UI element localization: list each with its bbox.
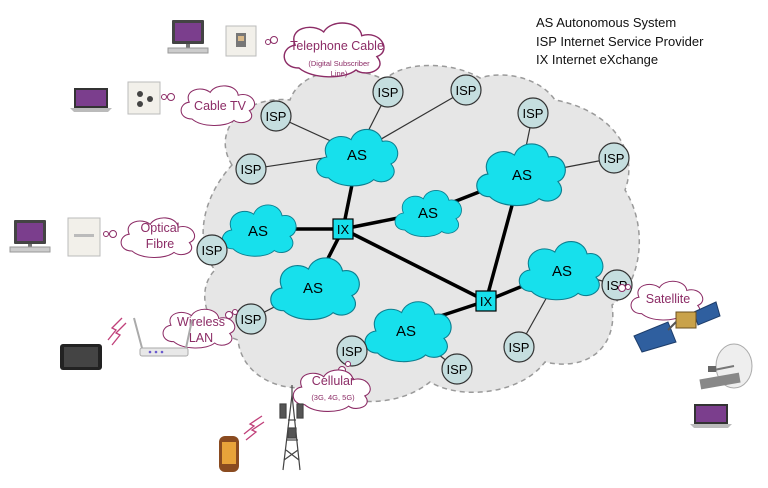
as-node-bottom: AS	[364, 301, 452, 363]
isp-node: ISP	[336, 335, 368, 367]
isp-node: ISP	[598, 142, 630, 174]
isp-node: ISP	[235, 303, 267, 335]
isp-label: ISP	[202, 243, 223, 258]
svg-text:Cellular: Cellular	[312, 374, 354, 388]
tablet-icon	[60, 344, 102, 370]
cable-tv-bubble: Cable TV	[161, 85, 256, 127]
svg-text:Telephone Cable: Telephone Cable	[290, 39, 384, 53]
as-node-lower-left: AS	[270, 257, 360, 321]
svg-text:Fibre: Fibre	[146, 237, 175, 251]
isp-label: ISP	[447, 362, 468, 377]
isp-label: ISP	[342, 344, 363, 359]
wireless-lan-bubble: Wireless LAN	[162, 308, 238, 349]
svg-text:Line): Line)	[331, 69, 348, 78]
legend-ix: IX Internet eXchange	[536, 52, 659, 67]
as-node-top: AS	[315, 128, 399, 187]
isp-node: ISP	[196, 234, 228, 266]
satellite-bubble: Satellite	[618, 280, 704, 321]
svg-text:Wireless: Wireless	[177, 315, 225, 329]
isp-node: ISP	[450, 74, 482, 106]
as-label: AS	[512, 167, 532, 184]
as-label: AS	[418, 205, 438, 222]
coax-wall-socket-icon	[127, 81, 161, 115]
mobile-phone-icon	[219, 436, 239, 472]
isp-nodes: ISP ISP ISP ISP ISP ISP ISP ISP ISP ISP …	[196, 74, 633, 385]
svg-text:Cable TV: Cable TV	[194, 99, 247, 113]
cellular-bubble: Cellular (3G, 4G, 5G)	[292, 361, 371, 413]
isp-node: ISP	[372, 76, 404, 108]
as-label: AS	[303, 280, 323, 297]
isp-label: ISP	[266, 109, 287, 124]
legend: AS Autonomous System ISP Internet Servic…	[536, 14, 703, 70]
svg-text:Optical: Optical	[141, 221, 180, 235]
as-label: AS	[347, 147, 367, 164]
telephone-cable-bubble: Telephone Cable (Digital Subscriber Line…	[265, 22, 385, 78]
cell-tower-icon	[279, 385, 304, 471]
svg-text:(3G, 4G, 5G): (3G, 4G, 5G)	[311, 393, 355, 402]
isp-node: ISP	[235, 153, 267, 185]
ix-node-left: IX	[332, 218, 354, 240]
ix-label: IX	[480, 294, 493, 309]
isp-node: ISP	[441, 353, 473, 385]
wireless-router-icon	[133, 317, 193, 357]
desktop-computer-icon	[9, 220, 51, 253]
isp-node: ISP	[517, 97, 549, 129]
legend-as: AS Autonomous System	[536, 15, 677, 30]
as-node-center: AS	[394, 189, 462, 238]
isp-label: ISP	[241, 312, 262, 327]
desktop-computer-icon	[167, 20, 209, 54]
isp-label: ISP	[241, 162, 262, 177]
as-label: AS	[248, 223, 268, 240]
legend-isp: ISP Internet Service Provider	[536, 33, 704, 49]
ix-node-right: IX	[475, 290, 497, 312]
laptop-icon	[70, 88, 112, 112]
isp-node: ISP	[503, 331, 535, 363]
isp-label: ISP	[456, 83, 477, 98]
svg-text:Satellite: Satellite	[646, 292, 691, 306]
telephone-wall-socket-icon	[225, 25, 257, 57]
isp-node: ISP	[260, 100, 292, 132]
svg-text:LAN: LAN	[189, 331, 213, 345]
isp-label: ISP	[509, 340, 530, 355]
fibre-terminal-icon	[67, 217, 101, 257]
as-label: AS	[396, 323, 416, 340]
ix-label: IX	[337, 222, 350, 237]
wifi-signal-icon	[107, 317, 127, 346]
isp-label: ISP	[523, 106, 544, 121]
as-node-top-right: AS	[476, 143, 566, 207]
as-label: AS	[552, 263, 572, 280]
as-node-left: AS	[221, 204, 297, 257]
isp-label: ISP	[378, 85, 399, 100]
optical-fibre-bubble: Optical Fibre	[103, 217, 196, 259]
cellular-signal-icon	[243, 415, 265, 441]
satellite-dish-icon	[699, 343, 753, 390]
as-node-right: AS	[518, 241, 604, 301]
laptop-icon	[690, 404, 732, 428]
satellite-icon	[633, 301, 721, 353]
svg-text:(Digital Subscriber: (Digital Subscriber	[308, 59, 370, 68]
isp-label: ISP	[604, 151, 625, 166]
